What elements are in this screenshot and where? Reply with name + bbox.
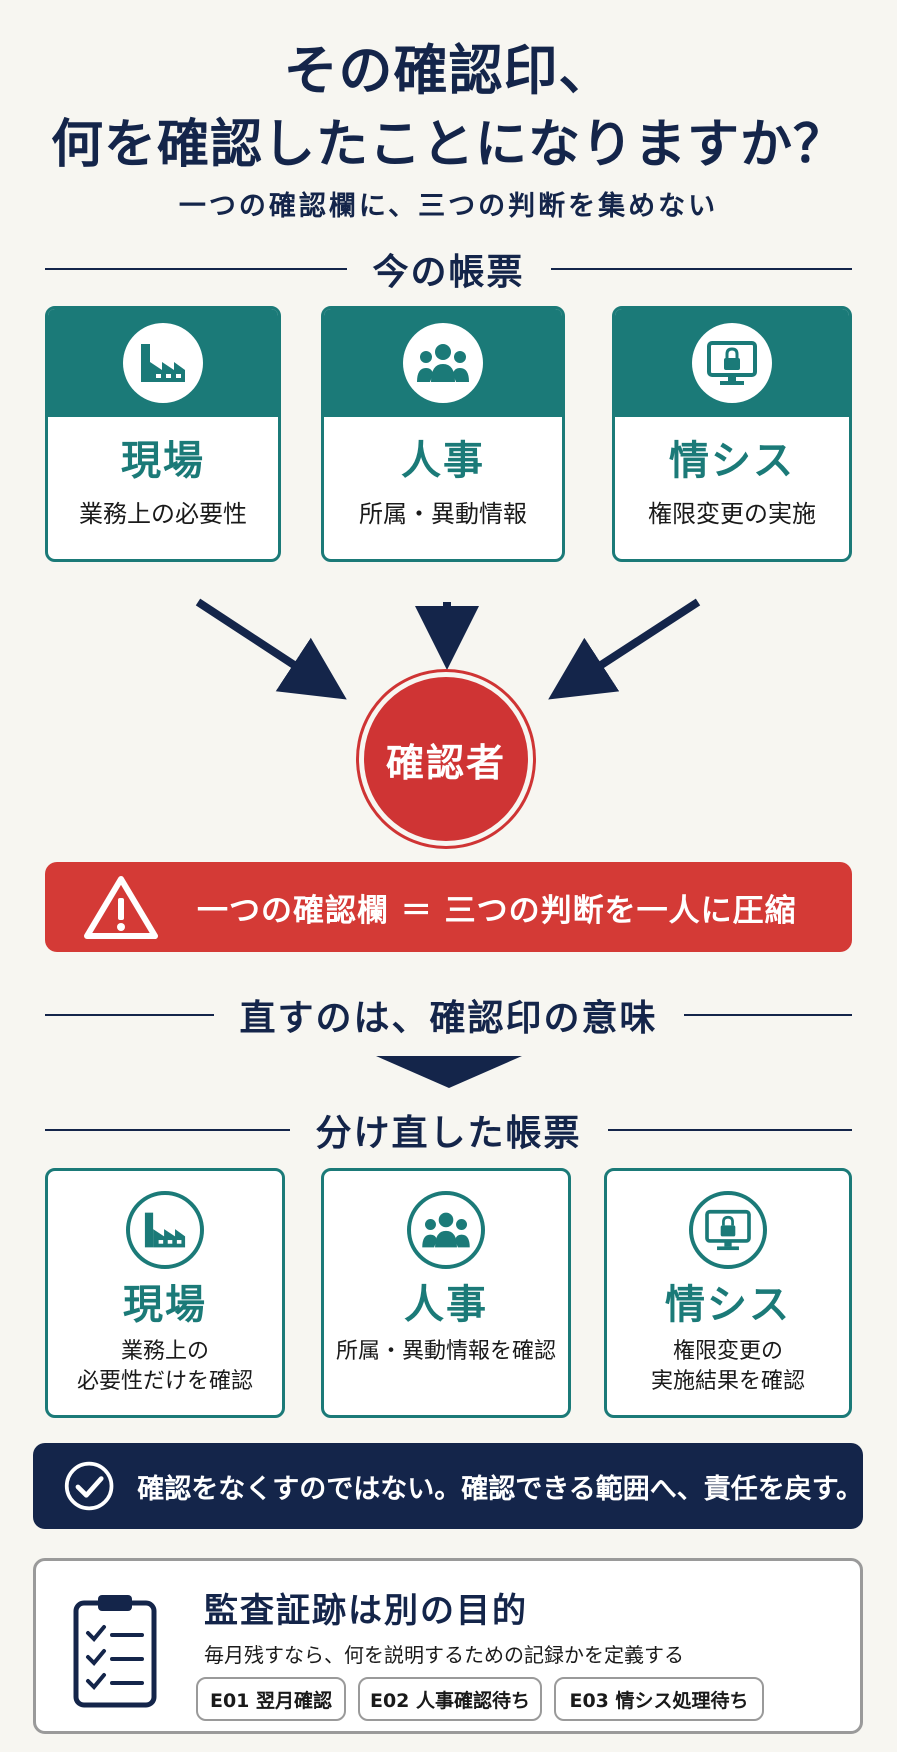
section-header-fix: 直すのは、確認印の意味 <box>45 990 853 1040</box>
arrow-from-field <box>195 598 347 700</box>
people-icon <box>403 323 483 403</box>
section-title: 分け直した帳票 <box>315 1113 582 1154</box>
card-header-band <box>615 309 849 417</box>
card-name: 情シス <box>665 1282 791 1328</box>
section-header-current-form: 今の帳票 <box>45 244 853 294</box>
card-desc: 所属・異動情報を確認 <box>335 1339 556 1364</box>
section-title: 今の帳票 <box>372 252 525 293</box>
flow-arrows <box>195 598 701 700</box>
card-name: 現場 <box>121 438 205 484</box>
divider <box>45 1014 214 1016</box>
card-header-band <box>48 309 278 417</box>
factory-icon <box>126 1191 204 1269</box>
section-title: 直すのは、確認印の意味 <box>239 998 658 1039</box>
card-it-revised: 情シス 権限変更の 実施結果を確認 <box>604 1168 852 1418</box>
page-title-line-2: 何を確認したことになりますか？ <box>50 115 846 175</box>
divider <box>45 1129 290 1131</box>
card-desc: 所属・異動情報 <box>359 500 527 528</box>
status-badge-e01: E01 翌月確認 <box>196 1677 346 1721</box>
card-it-current: 情シス 権限変更の実施 <box>612 306 852 562</box>
confirmer-circle: 確認者 <box>359 672 533 846</box>
card-field-current: 現場 業務上の必要性 <box>45 306 281 562</box>
monitor-lock-icon <box>692 323 772 403</box>
card-field-revised: 現場 業務上の 必要性だけを確認 <box>45 1168 285 1418</box>
warning-text: 一つの確認欄 ＝ 三つの判断を一人に圧縮 <box>197 892 797 929</box>
people-icon <box>407 1191 485 1269</box>
monitor-lock-icon <box>689 1191 767 1269</box>
message-bar: 確認をなくすのではない。確認できる範囲へ、責任を戻す。 <box>33 1443 863 1529</box>
card-hr-current: 人事 所属・異動情報 <box>321 306 565 562</box>
card-header-band <box>324 309 562 417</box>
card-desc: 権限変更の実施 <box>648 500 816 528</box>
check-circle-icon <box>64 1461 114 1511</box>
factory-icon <box>123 323 203 403</box>
status-badge-e02: E02 人事確認待ち <box>358 1677 542 1721</box>
clipboard-checklist-icon <box>73 1595 157 1708</box>
arrow-from-it <box>548 598 701 700</box>
divider <box>607 1129 853 1131</box>
audit-trail-box: 監査証跡は別の目的 毎月残すなら、何を説明するための記録かを定義する E01 翌… <box>33 1558 863 1734</box>
divider <box>45 268 347 270</box>
audit-desc: 毎月残すなら、何を説明するための記録かを定義する <box>204 1643 684 1667</box>
divider <box>550 268 853 270</box>
divider <box>683 1014 853 1016</box>
page-subtitle: 一つの確認欄に、三つの判断を集めない <box>178 191 719 222</box>
message-text: 確認をなくすのではない。確認できる範囲へ、責任を戻す。 <box>137 1473 863 1505</box>
warning-icon <box>84 876 158 939</box>
card-name: 情シス <box>669 438 795 484</box>
warning-bar: 一つの確認欄 ＝ 三つの判断を一人に圧縮 <box>45 862 852 952</box>
card-name: 人事 <box>401 438 485 484</box>
page-title-line-1: その確認印、 <box>283 39 614 102</box>
chevron-down-icon <box>376 1056 522 1088</box>
card-desc: 権限変更の 実施結果を確認 <box>650 1339 805 1394</box>
card-name: 現場 <box>123 1282 207 1328</box>
card-desc: 業務上の必要性 <box>79 500 247 528</box>
card-hr-revised: 人事 所属・異動情報を確認 <box>321 1168 571 1418</box>
section-header-revised-form: 分け直した帳票 <box>45 1105 853 1155</box>
card-name: 人事 <box>404 1282 488 1328</box>
card-desc: 業務上の 必要性だけを確認 <box>76 1339 253 1394</box>
status-badge-e03: E03 情シス処理待ち <box>554 1677 764 1721</box>
audit-title: 監査証跡は別の目的 <box>204 1591 528 1631</box>
